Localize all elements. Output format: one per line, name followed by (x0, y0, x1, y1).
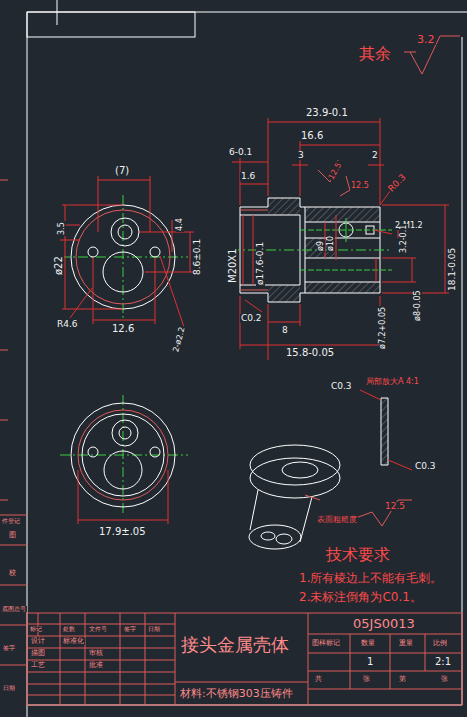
drawing-number: 05JS0013 (352, 617, 416, 630)
dimension: 4.4 (176, 217, 184, 232)
margin-cell: 件登记 (1, 518, 21, 524)
roughness-note: 其余 (358, 46, 392, 62)
margin-cell: 日期 (2, 685, 16, 691)
roughness-value: 3.2 (416, 34, 436, 45)
table-cell: 图样标记 (311, 640, 341, 647)
dimension: 2 (371, 151, 379, 160)
table-cell: 2:1 (434, 657, 452, 667)
table-cell: 张 (362, 676, 371, 683)
dimension: ø9 (317, 240, 325, 252)
table-cell: 工艺 (30, 662, 46, 669)
table-cell: 比例 (432, 640, 448, 647)
dimension: 3 (297, 151, 305, 160)
dimension: 6-0.1 (228, 148, 253, 157)
dimension: 2-ø2.2 (172, 325, 187, 354)
chamfer-note: C0.3 (414, 462, 437, 471)
table-cell: 审核 (88, 650, 104, 657)
dimension: 16.6 (300, 131, 324, 141)
dimension: ø8-0.05 (414, 289, 422, 322)
dimension: ø22 (54, 255, 64, 276)
table-cell: 1 (366, 657, 374, 667)
dimension: 3.2-0.1 (400, 224, 408, 254)
margin-ticks (0, 180, 27, 665)
note: 1.所有棱边上不能有毛刺。 (298, 572, 443, 584)
roughness-value: 12.5 (327, 161, 344, 182)
table-cell: 日期 (147, 626, 161, 632)
dimension: R4.6 (56, 320, 79, 329)
table-cell: 共 (314, 676, 323, 683)
table-cell: 标记 (29, 626, 43, 632)
front-view (60, 176, 194, 330)
table-cell: 设计 (30, 638, 46, 645)
chamfer-note: C0.3 (330, 382, 353, 391)
dimension: ø17.6-0.1 (256, 241, 265, 286)
dimension: ø7.2+0.05 (379, 306, 387, 350)
margin-cell: 签字 (2, 645, 16, 651)
dimension: 17.9±.05 (98, 527, 147, 537)
table-cell: 数量 (360, 640, 376, 647)
isometric-view (249, 445, 340, 549)
roughness-value: 12.5 (350, 182, 370, 190)
section-view (230, 118, 449, 360)
note: 2.未标注倒角为C0.1。 (298, 591, 423, 603)
dimension: 15.8-0.05 (285, 348, 335, 358)
table-cell: 批准 (88, 662, 104, 669)
detail-title: 局部放大A 4:1 (365, 378, 420, 386)
title-block (27, 613, 462, 705)
dimension: 18.1-0.05 (448, 247, 457, 292)
bottom-view (60, 395, 188, 524)
table-cell: 第 (398, 676, 407, 683)
dimension: 12.6 (111, 324, 135, 334)
table-cell: 文件号 (88, 626, 108, 632)
table-cell: 描图 (30, 650, 46, 657)
roughness-note: 表面粗糙度 (316, 516, 358, 524)
table-cell: 签字 (123, 626, 137, 632)
table-cell: 张 (440, 676, 449, 683)
table-cell: 标准化 (62, 638, 85, 645)
material: 材料:不锈钢303压铸件 (179, 688, 294, 699)
part-name: 接头金属壳体 (180, 636, 290, 654)
dimension: ø10 (327, 235, 335, 252)
detail-a (360, 390, 412, 470)
margin-cell: 校 (8, 570, 17, 577)
margin-cell: 图 (8, 532, 17, 539)
dimension: C0.2 (240, 314, 263, 323)
dimension: R0.3 (386, 172, 408, 194)
dimension: M20X1 (228, 247, 238, 284)
dimension: 3.5 (58, 221, 66, 236)
dimension: 2-M1.2 (394, 222, 424, 230)
table-cell: 重量 (398, 640, 414, 647)
frame (27, 0, 467, 717)
margin-cell: 底图总号 (1, 606, 27, 612)
table-cell: 处数 (62, 626, 76, 632)
dimension: (7) (114, 166, 130, 176)
roughness-value: 12.5 (384, 502, 406, 511)
dimension: 8 (281, 326, 289, 335)
dimension: 1.6 (240, 172, 256, 181)
notes-heading: 技术要求 (325, 547, 391, 563)
dimension: 8.6±0.1 (193, 238, 202, 276)
dimension: 23.9-0.1 (305, 108, 349, 118)
